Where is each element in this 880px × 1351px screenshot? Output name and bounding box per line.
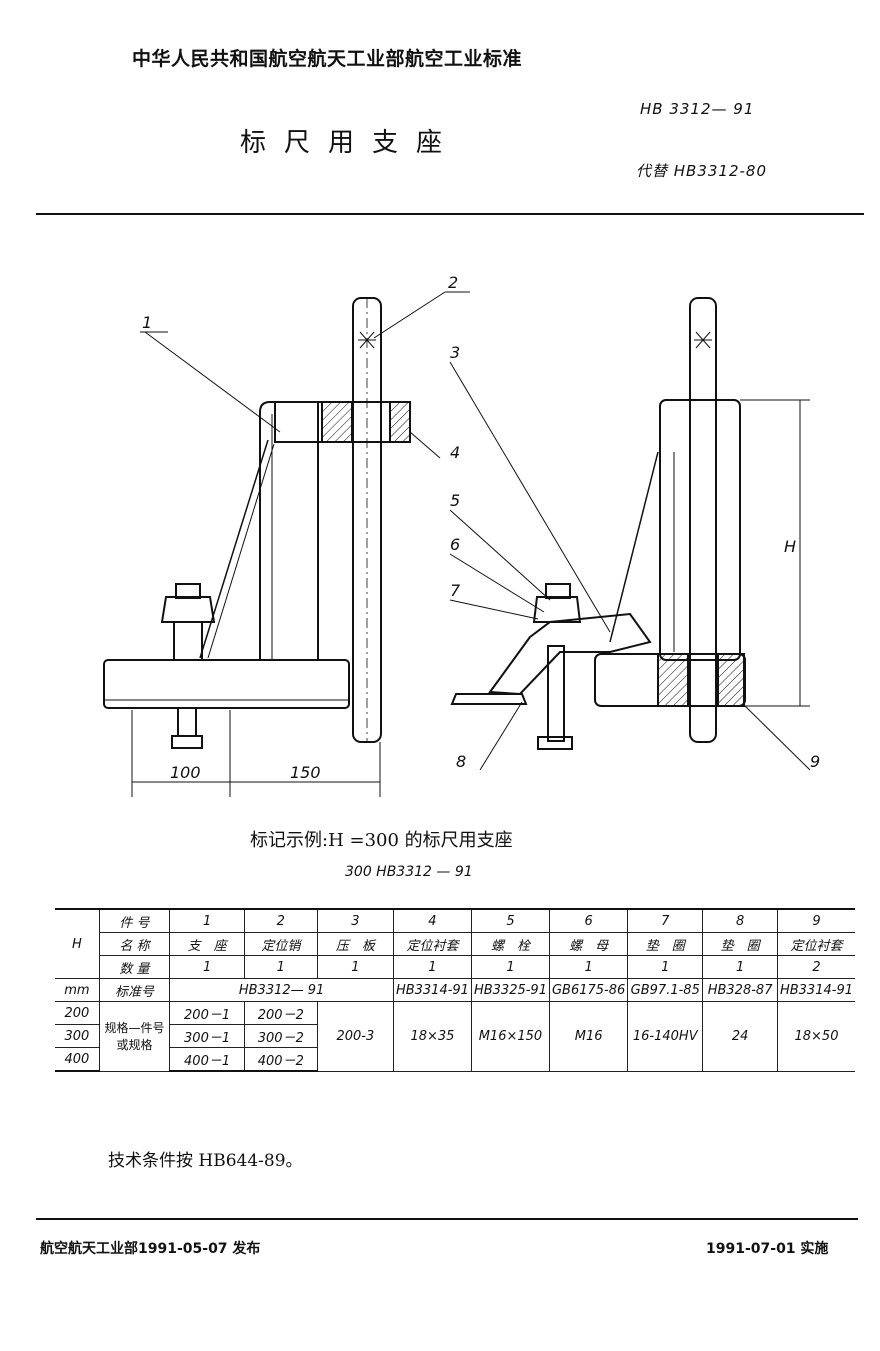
nut [160,596,216,623]
callout-3: 3 [450,343,460,362]
cell: 200－1 [169,1001,245,1025]
cell: 16-140HV [627,1001,704,1072]
row-standard: mm 标准号 HB3312— 91 HB3314-91 HB3325-91 GB… [55,978,855,1002]
label-name: 名 称 [98,932,171,956]
cell: 18×35 [392,1001,472,1072]
header-divider [36,213,864,215]
cell: 4 [392,908,472,933]
cell: 400－1 [169,1047,245,1072]
dimension-h: H [784,537,796,556]
h-value: 200 [55,1001,100,1025]
dimension-150: 150 [290,763,321,782]
cell: 8 [702,908,778,933]
cell: 1 [169,908,245,933]
std-main: HB3312— 91 [169,978,394,1002]
replaces-standard: 代替 HB3312-80 [636,162,768,180]
cell: 200－2 [243,1001,318,1025]
label-spec: 规格—件号或规格 [98,1001,171,1072]
technical-drawing: 1 2 3 4 5 6 7 8 9 100 150 H [103,273,820,797]
row-part-number: H 件 号 1 2 3 4 5 6 7 8 9 [55,908,855,979]
bolt-washer [173,621,203,661]
cell: GB6175-86 [548,978,629,1002]
parts-table: H 件 号 1 2 3 4 5 6 7 8 9 名 称 支 座 定位销 压 板 … [55,908,855,1072]
cell: 1 [316,955,394,979]
cell: 1 [470,955,550,979]
support-column [659,399,741,661]
cell: 螺 栓 [470,932,550,956]
cell: 7 [627,908,704,933]
cell: 压 板 [316,932,394,956]
cell: 垫 圈 [627,932,704,956]
effective-date: 1991-07-01 实施 [706,1241,829,1257]
cell: 定位销 [243,932,318,956]
clamp-plate [488,612,652,696]
cell: 支 座 [169,932,245,956]
cell: 300－1 [169,1024,245,1048]
marking-example-code: 300 HB3312 — 91 [345,864,473,880]
cell: HB328-87 [702,978,778,1002]
washer-pad [450,693,528,705]
row-spec-200: 200 规格—件号或规格 200－1 200－2 200-3 18×35 M16… [55,1001,855,1072]
label-standard: 标准号 [98,978,171,1002]
callout-7: 7 [450,581,461,600]
cell: 6 [548,908,629,933]
cell: 1 [169,955,245,979]
cell: 螺 母 [548,932,629,956]
issuing-organization: 中华人民共和国航空航天工业部航空工业标准 [132,48,523,70]
dimension-100: 100 [170,763,201,782]
cell: HB3314-91 [392,978,472,1002]
cell: 1 [702,955,778,979]
cell: 定位衬套 [776,932,855,956]
unit-mm: mm [55,978,100,1002]
cell: 2 [776,955,855,979]
label-quantity: 数 量 [98,955,171,979]
h-value: 300 [55,1024,100,1048]
cell: 200-3 [316,1001,394,1072]
cell: 18×50 [776,1001,855,1072]
row-spec-400: 400 400－1 400－2 [55,1047,855,1072]
label-part-number: 件 号 [98,908,171,933]
cell: 3 [316,908,394,933]
callout-4: 4 [450,443,460,462]
cell: 2 [243,908,318,933]
callout-8: 8 [456,752,466,771]
cell: GB97.1-85 [627,978,704,1002]
footer-divider [36,1218,858,1220]
h-value: 400 [55,1047,100,1072]
cell: 1 [548,955,629,979]
row-spec-300: 300 300－1 300－2 [55,1024,855,1048]
locating-pin-right [689,297,717,743]
cell: M16 [548,1001,629,1072]
cell: 定位衬套 [392,932,472,956]
issued-date: 航空航天工业部1991-05-07 发布 [40,1241,261,1257]
callout-9: 9 [810,752,820,771]
callout-5: 5 [450,491,460,510]
support-arm [259,401,319,660]
cell: HB3314-91 [776,978,855,1002]
row-name: 名 称 支 座 定位销 压 板 定位衬套 螺 栓 螺 母 垫 圈 垫 圈 定位衬… [55,932,855,956]
marking-example-label: 标记示例:H =300 的标尺用支座 [250,830,513,851]
cell: M16×150 [470,1001,550,1072]
cell: 5 [470,908,550,933]
cell: 9 [776,908,855,933]
cell: 400－2 [243,1047,318,1072]
standard-number: HB 3312— 91 [640,100,755,118]
document-title: 标尺用支座 [240,128,461,158]
row-quantity: 数 量 1 1 1 1 1 1 1 1 2 [55,955,855,979]
cell: 1 [392,955,472,979]
cell: 垫 圈 [702,932,778,956]
technical-conditions-note: 技术条件按 HB644-89。 [108,1151,303,1171]
h-header: H [55,908,100,979]
cell: 24 [702,1001,778,1072]
cell: 1 [243,955,318,979]
callout-6: 6 [450,535,460,554]
cell: HB3325-91 [470,978,550,1002]
callout-1: 1 [142,313,152,332]
cell: 300－2 [243,1024,318,1048]
base-plate [103,659,350,709]
cell: 1 [627,955,704,979]
callout-2: 2 [448,273,458,292]
